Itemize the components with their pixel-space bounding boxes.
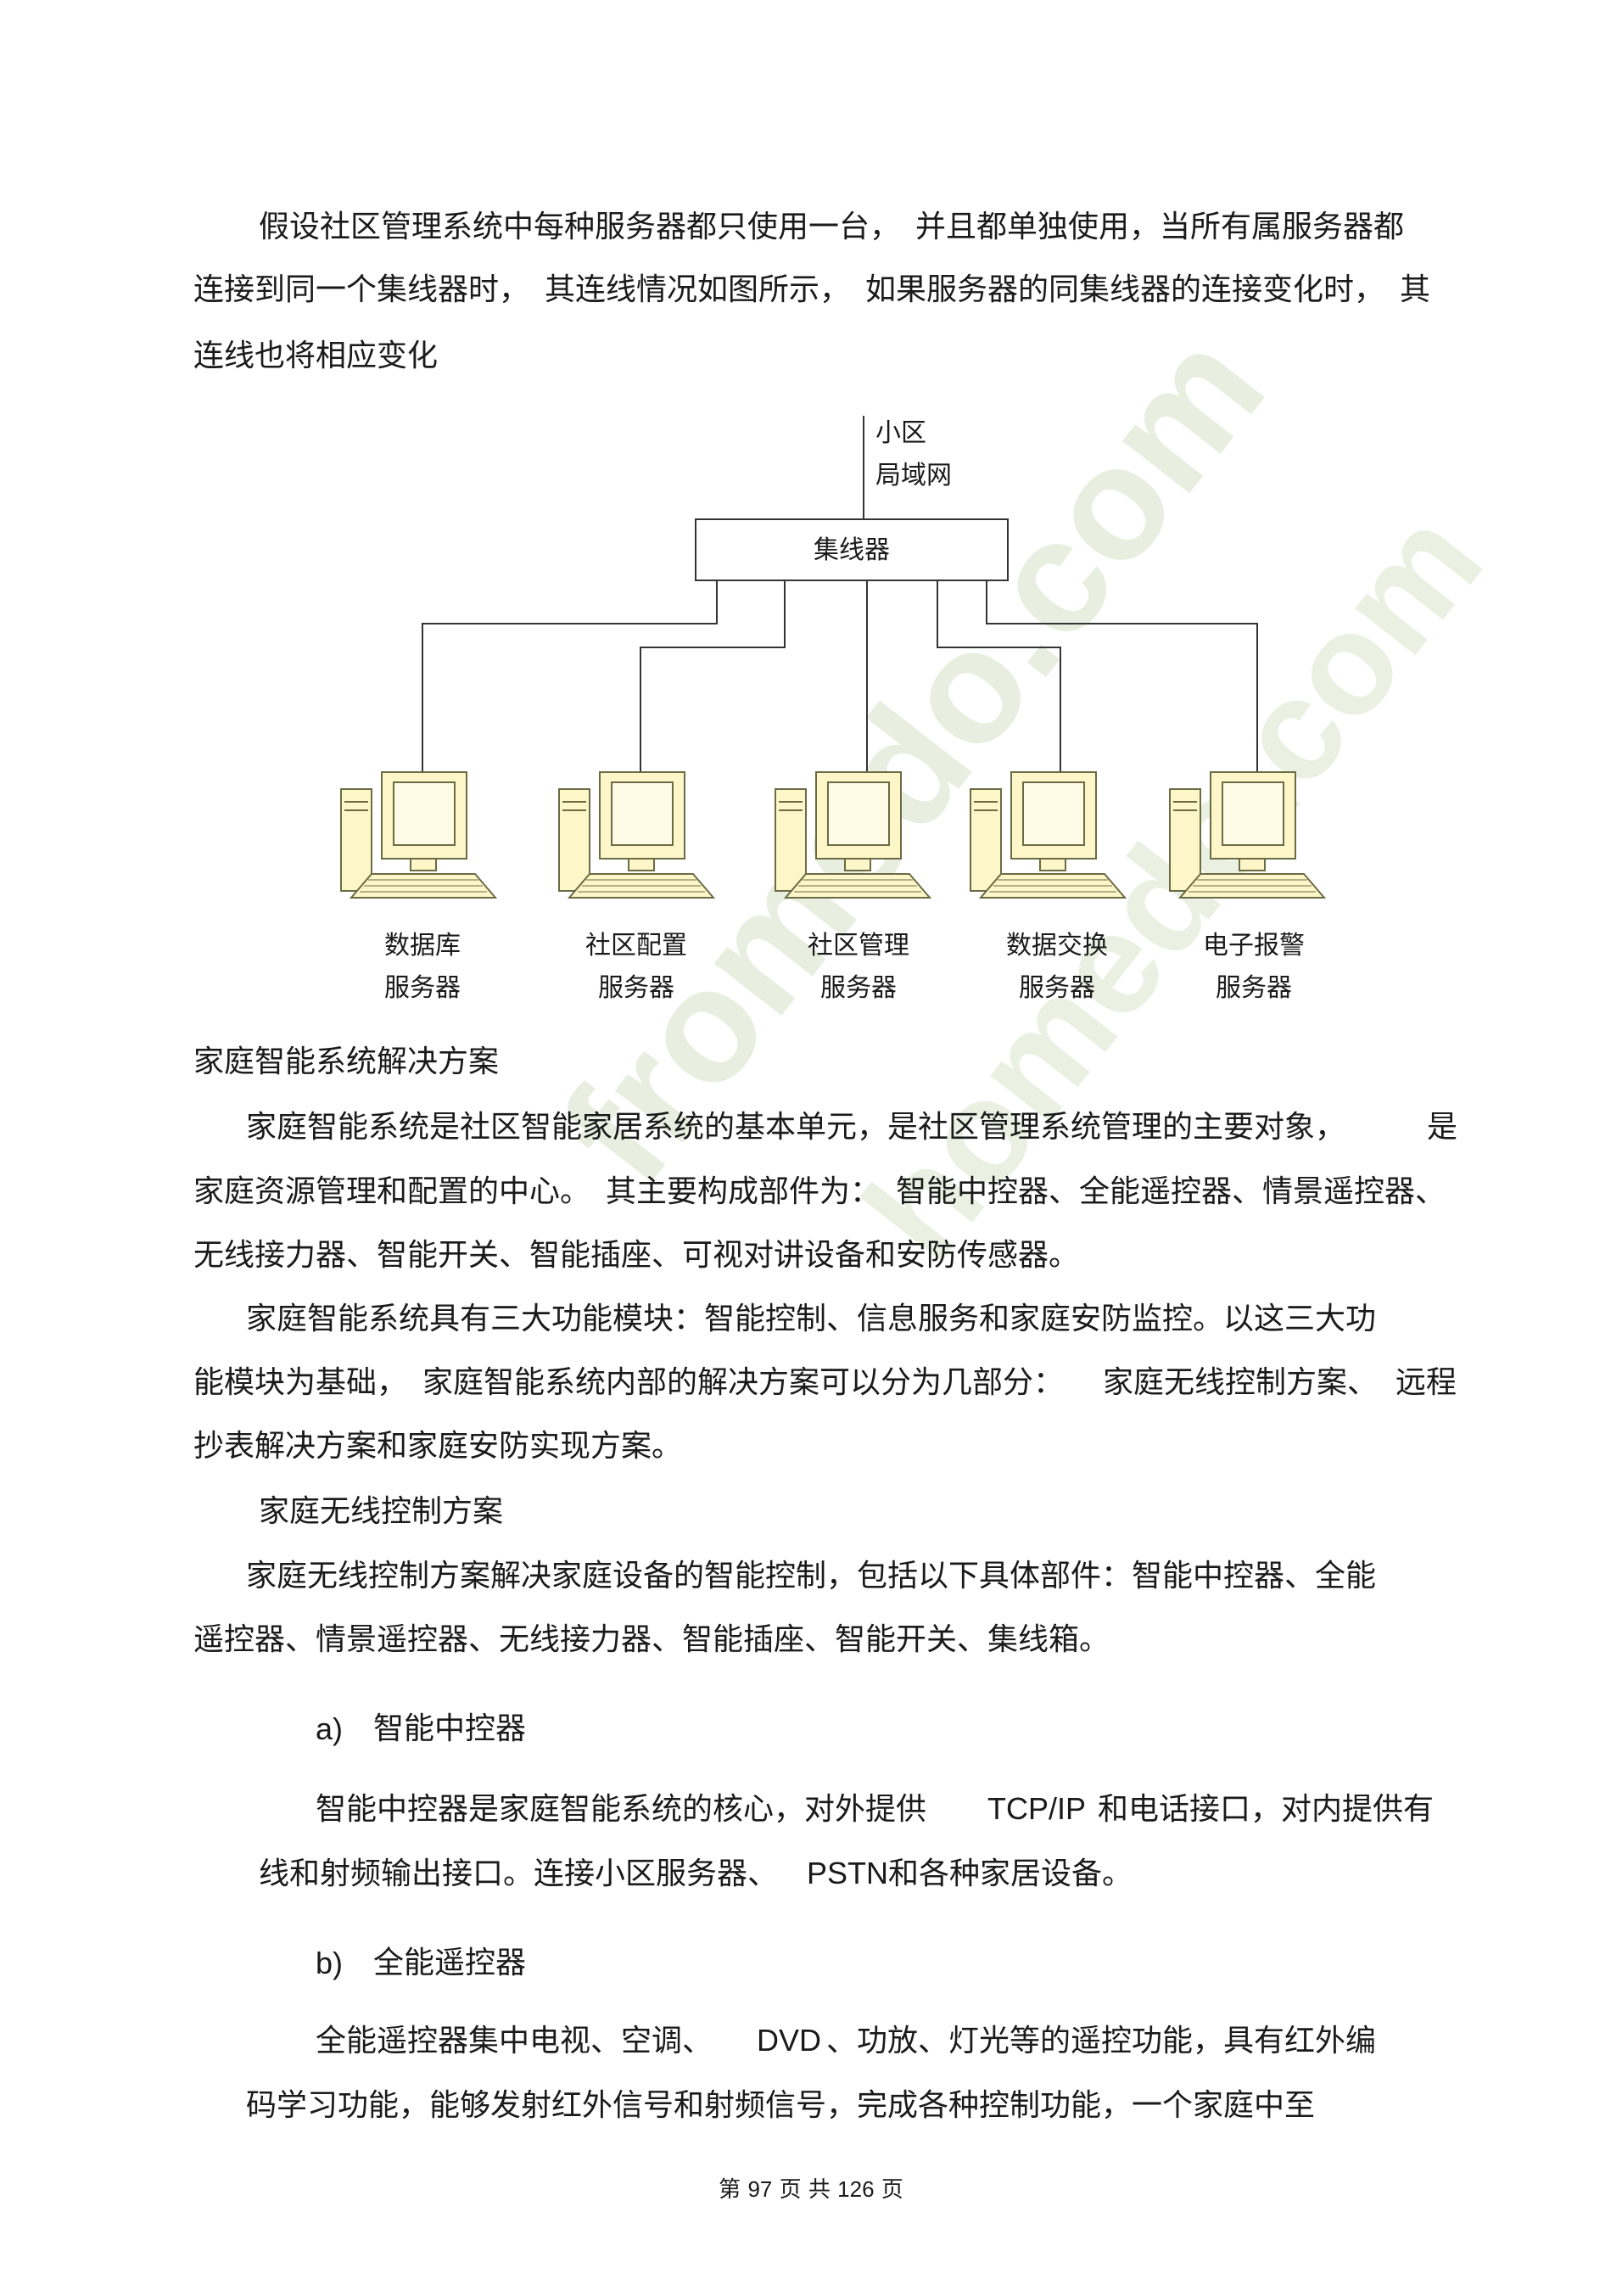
hub-box: [695, 518, 1009, 581]
paragraph-line: 家庭资源管理和配置的中心。 其主要构成部件为： 智能中控器、全能遥控器、情景遥控…: [193, 1174, 1446, 1209]
server-label-line-1: 社区配置: [585, 931, 687, 960]
list-item-title: 全能遥控器: [373, 1946, 527, 1980]
paragraph-line: 家庭无线控制方案解决家庭设备的智能控制，包括以下具体部件：智能中控器、全能: [246, 1559, 1377, 1593]
section-heading: 家庭智能系统解决方案: [193, 1044, 500, 1079]
server-label-line-2: 服务器: [1019, 973, 1095, 1003]
paragraph-line: 遥控器、情景遥控器、无线接力器、智能插座、智能开关、集线箱。: [193, 1622, 1110, 1657]
text-segment-latin: TCP/IP: [987, 1791, 1087, 1826]
paragraph-line: 智能中控器是家庭智能系统的核心，对外提供 TCP/IP 和电话接口，对内提供有: [316, 1792, 1434, 1827]
footer-suffix: 页: [881, 2177, 903, 2203]
list-marker: a): [316, 1712, 343, 1747]
server-label-community-config: 社区配置 服务器: [560, 932, 713, 1003]
text-segment: 和各种家居设备。: [888, 1856, 1133, 1891]
list-marker: b): [316, 1946, 343, 1981]
server-label-line-1: 数据库: [384, 931, 461, 960]
server-label-database: 数据库 服务器: [346, 932, 499, 1003]
total-page-count: 126: [837, 2176, 875, 2202]
paragraph-line: 抄表解决方案和家庭安防实现方案。: [193, 1429, 683, 1464]
text-segment: 线和射频输出接口。连接小区服务器、: [259, 1856, 779, 1891]
server-label-line-1: 社区管理: [808, 931, 909, 960]
lan-label-line-2: 局域网: [875, 461, 952, 490]
server-label-line-1: 数据交换: [1006, 931, 1108, 960]
server-computer-icon: [970, 771, 1127, 899]
server-label-line-2: 服务器: [598, 973, 674, 1003]
paragraph-line: 码学习功能，能够发射红外信号和射频信号，完成各种控制功能，一个家庭中至: [246, 2088, 1316, 2123]
server-label-data-exchange: 数据交换 服务器: [981, 932, 1133, 1003]
text-segment: 、功放、灯光等的遥控功能，具有红外编: [826, 2024, 1377, 2058]
server-label-line-2: 服务器: [1216, 973, 1292, 1003]
list-marker-text: b): [316, 1946, 344, 1980]
footer-mid: 页 共: [779, 2177, 831, 2203]
list-marker-text: a): [316, 1711, 344, 1746]
text-segment: 智能中控器是家庭智能系统的核心，对外提供: [316, 1792, 927, 1827]
paragraph-line: 全能遥控器集中电视、空调、 DVD、功放、灯光等的遥控功能，具有红外编: [316, 2024, 1376, 2058]
text-segment: 和电话接口，对内提供有: [1098, 1792, 1435, 1827]
paragraph-line: 家庭无线控制方案、: [1103, 1365, 1379, 1400]
paragraph-line: 线和射频输出接口。连接小区服务器、 PSTN和各种家居设备。: [259, 1856, 1133, 1891]
paragraph-line: 能模块为基础， 家庭智能系统内部的解决方案可以分为几部分：: [193, 1365, 1065, 1400]
text-segment-latin: PSTN: [807, 1856, 889, 1890]
server-label-line-1: 电子报警: [1203, 931, 1305, 960]
server-label-line-2: 服务器: [820, 973, 897, 1003]
server-computer-icon: [340, 771, 498, 899]
current-page-number: 97: [747, 2176, 773, 2202]
page-footer: 第 97 页 共 126 页: [0, 2176, 1622, 2203]
server-computer-icon: [775, 771, 932, 899]
list-item-title: 智能中控器: [373, 1711, 527, 1746]
section-heading: 家庭无线控制方案: [259, 1494, 504, 1529]
intro-line-1: 假设社区管理系统中每种服务器都只使用一台， 并且都单独使用，当所有属服务器都: [259, 210, 1405, 244]
server-label-alarm: 电子报警 服务器: [1177, 932, 1330, 1003]
lan-label-line-1: 小区: [875, 418, 926, 448]
network-diagram: [340, 416, 1327, 899]
text-segment: 全能遥控器集中电视、空调、: [316, 2024, 713, 2058]
intro-line-2: 连接到同一个集线器时， 其连线情况如图所示， 如果服务器的同集线器的连接变化时，…: [193, 272, 1431, 307]
paragraph-line: 家庭智能系统是社区智能家居系统的基本单元，是社区管理系统管理的主要对象，: [246, 1110, 1346, 1145]
server-label-community-management: 社区管理 服务器: [782, 932, 935, 1003]
paragraph-line: 远程: [1395, 1365, 1457, 1400]
server-computer-icon: [558, 771, 716, 899]
footer-prefix: 第: [719, 2177, 741, 2203]
server-label-line-2: 服务器: [384, 973, 461, 1003]
server-computer-icon: [1169, 771, 1327, 899]
intro-line-3: 连线也将相应变化: [193, 339, 439, 373]
paragraph-line: 是: [1427, 1110, 1458, 1145]
text-segment-latin: DVD: [757, 2023, 822, 2058]
paragraph-line: 家庭智能系统具有三大功能模块：智能控制、信息服务和家庭安防监控。以这三大功: [246, 1302, 1377, 1336]
hub-label: 集线器: [814, 535, 890, 565]
connection-lines: [422, 580, 1258, 776]
paragraph-line: 无线接力器、智能开关、智能插座、可视对讲设备和安防传感器。: [193, 1238, 1080, 1273]
